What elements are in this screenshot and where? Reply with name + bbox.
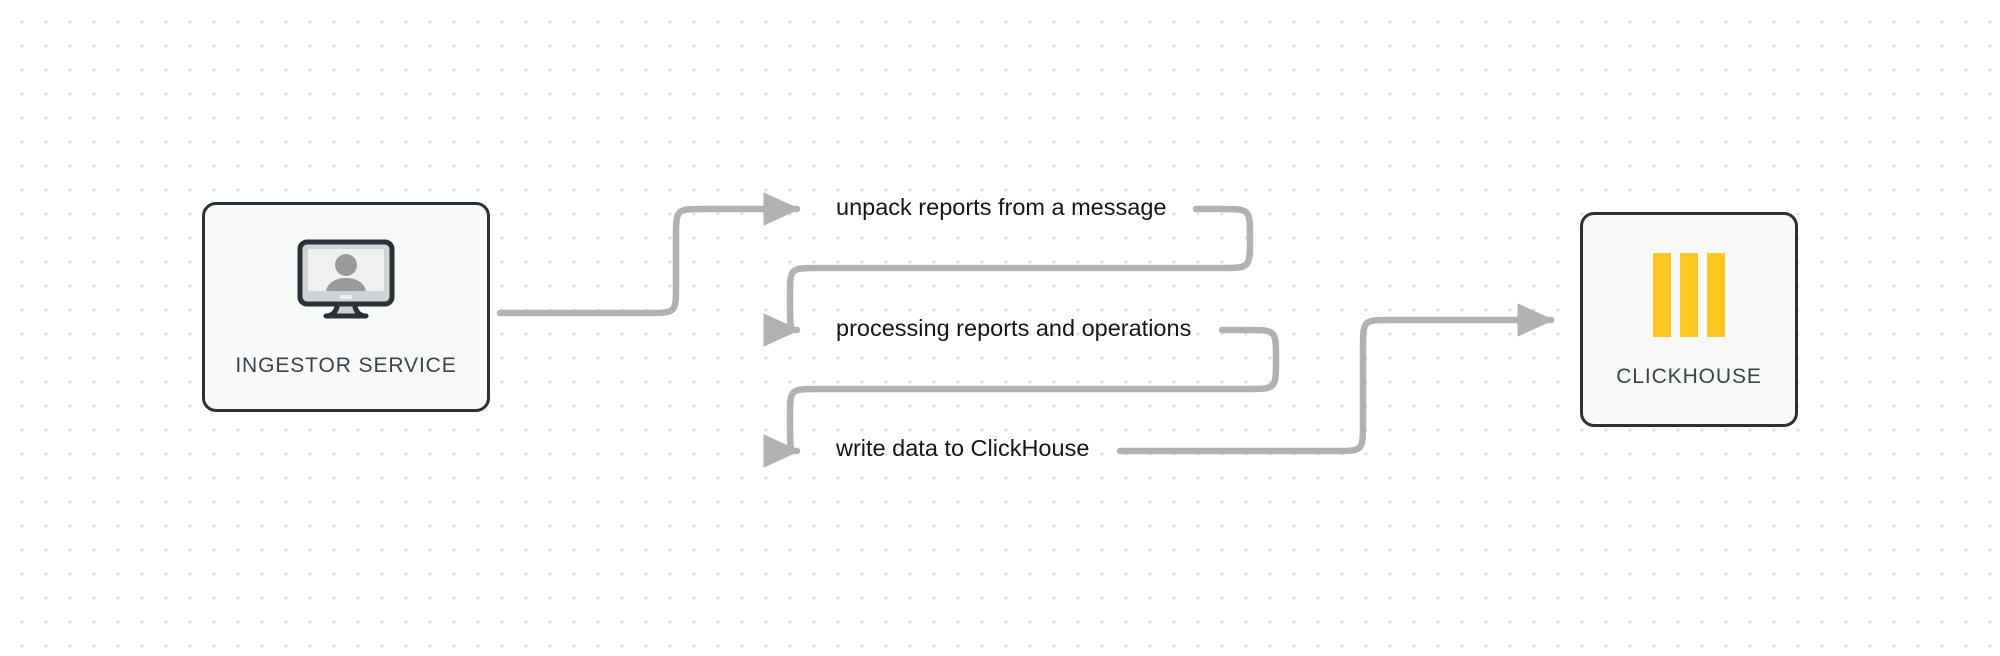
edge-label-unpack-reports: unpack reports from a message xyxy=(836,194,1167,220)
clickhouse-logo-icon xyxy=(1645,251,1733,339)
node-ingestor-service-label: INGESTOR SERVICE xyxy=(235,354,457,377)
node-ingestor-service[interactable]: INGESTOR SERVICE xyxy=(202,202,490,412)
edge-label-processing-reports: processing reports and operations xyxy=(836,315,1192,341)
edge-step2-to-step3 xyxy=(763,326,1280,468)
edge-step1-to-step2 xyxy=(763,205,1254,347)
monitor-user-icon xyxy=(294,236,398,332)
node-clickhouse-label: CLICKHOUSE xyxy=(1616,364,1762,388)
edge-ingestor-to-step1 xyxy=(496,192,801,317)
node-clickhouse[interactable]: CLICKHOUSE xyxy=(1580,212,1798,427)
edge-label-write-data: write data to ClickHouse xyxy=(836,435,1090,461)
edge-step3-to-clickhouse xyxy=(1116,303,1555,455)
